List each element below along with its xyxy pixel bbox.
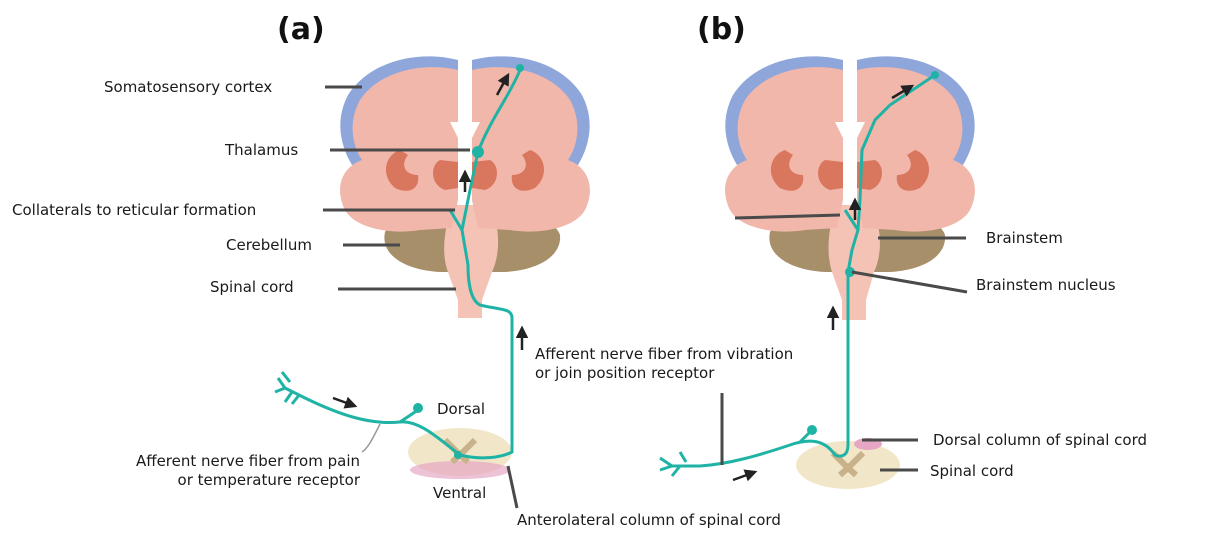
label-thalamus: Thalamus [225,141,298,160]
label-brainstem: Brainstem [986,229,1063,248]
label-anterolateral-column: Anterolateral column of spinal cord [517,511,781,530]
label-afferent-pain-line1: Afferent nerve fiber from pain [72,452,360,471]
label-spinal-cord-b: Spinal cord [930,462,1014,481]
label-ventral: Ventral [433,484,486,503]
label-dorsal-column: Dorsal column of spinal cord [933,431,1147,450]
label-cerebellum: Cerebellum [226,236,312,255]
label-afferent-vibration-line2: or join position receptor [535,364,793,383]
label-collaterals: Collaterals to reticular formation [12,201,256,220]
label-afferent-vibration: Afferent nerve fiber from vibration or j… [535,345,793,383]
label-afferent-vibration-line1: Afferent nerve fiber from vibration [535,345,793,364]
label-afferent-pain: Afferent nerve fiber from pain or temper… [72,452,360,490]
label-dorsal: Dorsal [437,400,485,419]
pain-fiber-leader [362,424,380,452]
panel-label-a: (a) [277,12,325,47]
label-afferent-pain-line2: or temperature receptor [72,471,360,490]
label-somatosensory-cortex: Somatosensory cortex [104,78,272,97]
panel-label-b: (b) [697,12,746,47]
label-brainstem-nucleus: Brainstem nucleus [976,276,1116,295]
brain-b [725,56,975,320]
label-spinal-cord-a: Spinal cord [210,278,294,297]
